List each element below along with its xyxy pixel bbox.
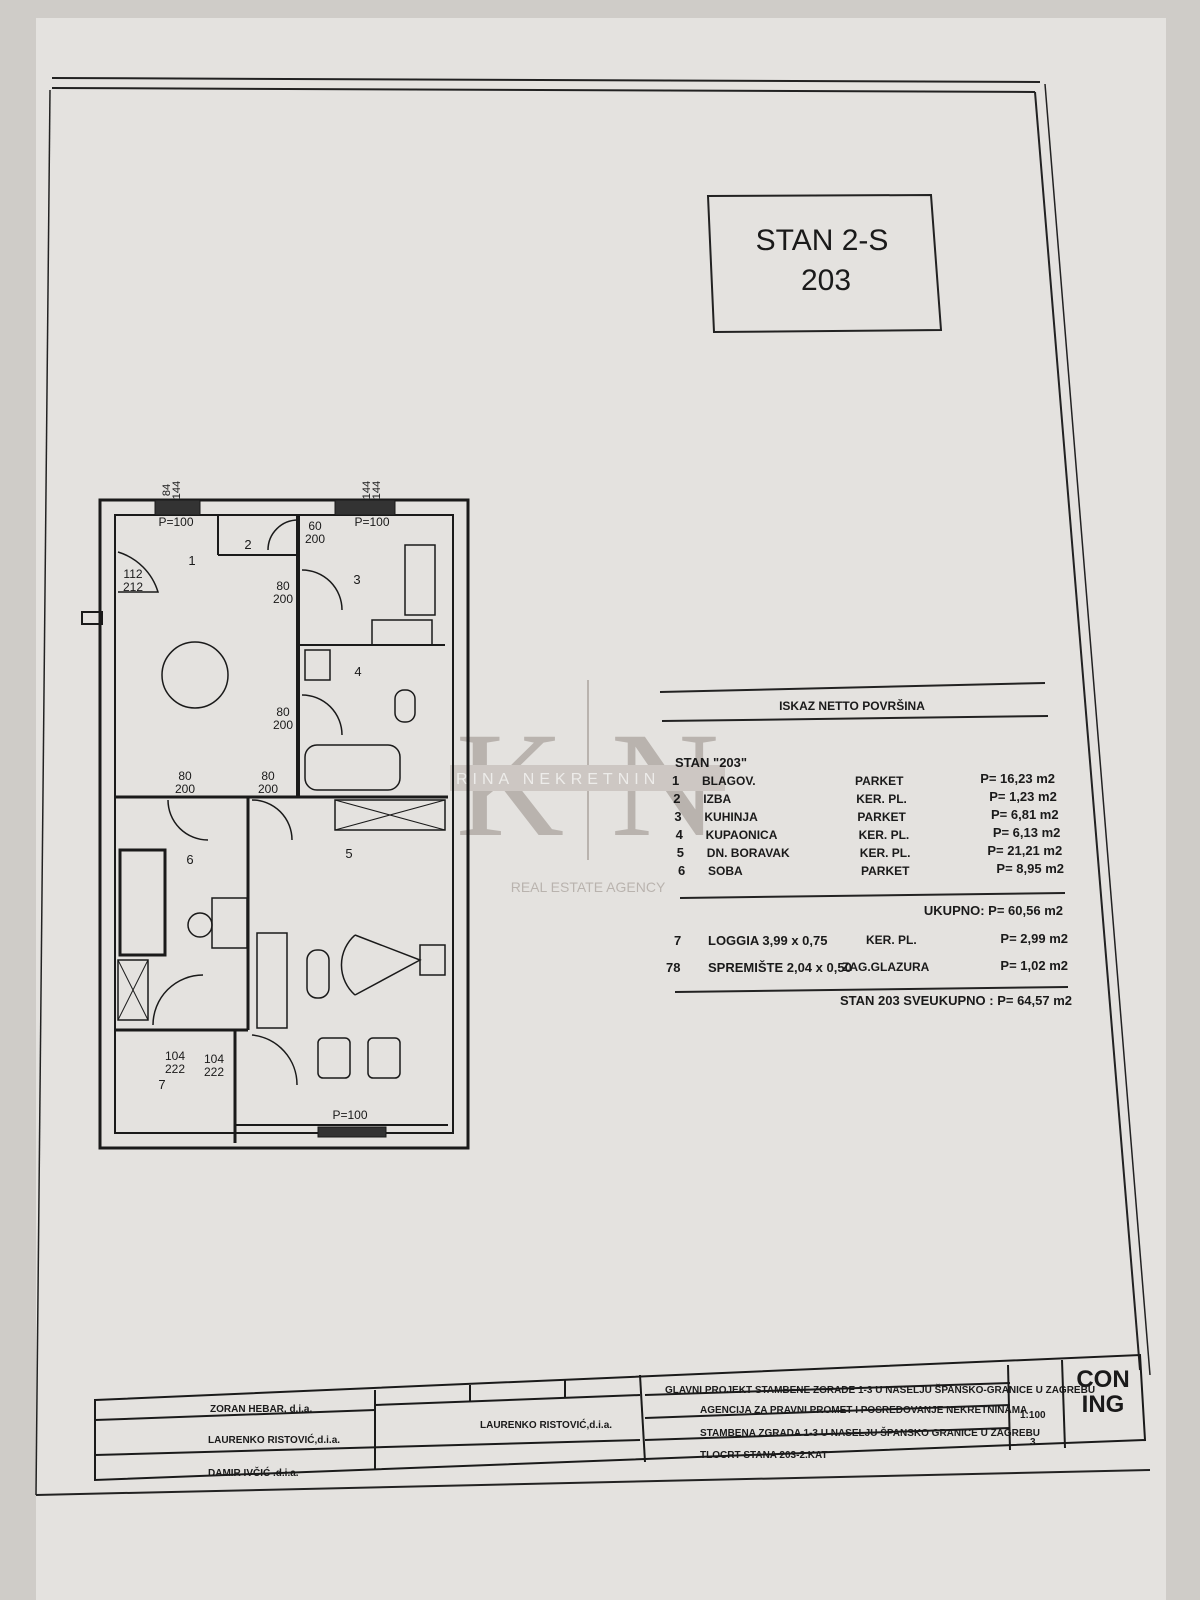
drawing-frame — [35, 77, 1151, 1496]
room-number-label: 6 — [186, 852, 193, 867]
door-width-label: 80 — [276, 579, 290, 593]
room-number-label: 3 — [353, 572, 360, 587]
extra-number: 7 — [674, 933, 681, 948]
subtotal: UKUPNO: P= 60,56 m2 — [924, 903, 1063, 918]
room-number: 5 — [677, 845, 684, 860]
company-logo: CON — [1076, 1366, 1129, 1393]
door-width-label: 104 — [204, 1052, 224, 1066]
author-name: ZORAN HEBAR, d.i.a. — [210, 1404, 312, 1415]
grand-total: STAN 203 SVEUKUPNO : P= 64,57 m2 — [840, 993, 1072, 1008]
paper-sheet — [36, 18, 1166, 1600]
room-number-label: 5 — [345, 846, 352, 861]
door-height-label: 222 — [165, 1062, 185, 1076]
door-height-label: 222 — [204, 1065, 224, 1079]
room-area: P= 16,23 m2 — [980, 771, 1055, 786]
dimension-label: 144 — [371, 481, 383, 499]
unit-title-box: STAN 2-S 203 — [706, 193, 943, 334]
room-name: KUHINJA — [704, 810, 758, 824]
room-name: IZBA — [703, 792, 731, 806]
dimension-label: 144 — [361, 481, 373, 499]
drawing-title: TLOCRT STANA 203-2.KAT — [700, 1450, 828, 1461]
floor-plan — [81, 498, 470, 1150]
watermark-logo: K N RINA NEKRETNIN REAL ESTATE AGENCY — [450, 680, 725, 895]
unit-number: 203 — [801, 264, 851, 297]
room-area: P= 6,13 m2 — [993, 825, 1061, 840]
room-floor-type: KER. PL. — [856, 792, 907, 806]
dimension-label: 84 — [161, 484, 173, 496]
extra-floor-type: KER. PL. — [866, 933, 917, 947]
extra-area: P= 2,99 m2 — [1000, 931, 1068, 946]
extra-name: LOGGIA 3,99 x 0,75 — [708, 933, 827, 948]
extra-name: SPREMIŠTE 2,04 x 0,50 — [708, 960, 852, 975]
door-height-label: 200 — [273, 592, 293, 606]
room-name: KUPAONICA — [706, 828, 778, 842]
window-label: P=100 — [158, 515, 193, 529]
watermark-tagline: REAL ESTATE AGENCY — [511, 879, 666, 895]
extra-floor-type: ZAG.GLAZURA — [842, 960, 930, 974]
room-number: 2 — [673, 791, 680, 806]
lead-designer-name: LAURENKO RISTOVIĆ,d.i.a. — [208, 1433, 340, 1446]
svg-text:K: K — [456, 702, 564, 868]
room-number-label: 1 — [188, 553, 195, 568]
door-height-label: 200 — [258, 782, 278, 796]
window-label: P=100 — [354, 515, 389, 529]
room-number-label: 2 — [244, 537, 251, 552]
door-height-label: 200 — [273, 718, 293, 732]
scale: 1:100 — [1020, 1410, 1046, 1421]
extra-number: 78 — [666, 960, 680, 975]
svg-text:N: N — [611, 702, 719, 868]
door-width-label: 80 — [276, 705, 290, 719]
room-number-label: 4 — [354, 664, 361, 679]
room-floor-type: PARKET — [861, 864, 910, 878]
dimension-label: 144 — [171, 481, 183, 499]
sheet-number: 3 — [1030, 1437, 1036, 1448]
project-name: GLAVNI PROJEKT STAMBENE ZGRADE 1-3 U NAS… — [665, 1383, 1095, 1396]
room-floor-type: KER. PL. — [860, 846, 911, 860]
designer-name: LAURENKO RISTOVIĆ,d.i.a. — [480, 1418, 612, 1431]
room-number: 3 — [674, 809, 681, 824]
room-name: SOBA — [708, 864, 743, 878]
room-floor-type: KER. PL. — [859, 828, 910, 842]
unit-title: STAN 2-S — [756, 224, 889, 257]
table-title: ISKAZ NETTO POVRŠINA — [779, 698, 925, 713]
watermark-name: RINA NEKRETNIN — [456, 771, 660, 788]
room-number-label: 7 — [158, 1077, 165, 1092]
room-number: 4 — [676, 827, 684, 842]
door-width-label: 60 — [308, 519, 322, 533]
title-block — [94, 1353, 1147, 1482]
room-area: P= 1,23 m2 — [989, 789, 1057, 804]
investor-name: AGENCIJA ZA PRAVNI PROMET I POSREDOVANJE… — [700, 1405, 1027, 1416]
room-area: P= 6,81 m2 — [991, 807, 1059, 822]
door-width-label: 104 — [165, 1049, 185, 1063]
area-table: ISKAZ NETTO POVRŠINA STAN "203" 1 BLAGOV.… — [659, 682, 1072, 1008]
room-area: P= 8,95 m2 — [996, 861, 1064, 876]
room-name: DN. BORAVAK — [707, 846, 790, 860]
door-width-label: 112 — [123, 567, 142, 581]
door-height-label: 200 — [305, 532, 325, 546]
door-height-label: 200 — [175, 782, 195, 796]
window-label: P=100 — [332, 1108, 367, 1122]
room-number: 6 — [678, 863, 685, 878]
room-name: BLAGOV. — [702, 774, 756, 788]
room-floor-type: PARKET — [857, 810, 906, 824]
door-width-label: 80 — [178, 769, 192, 783]
drafter-name: DAMIR IVČIĆ .d.i.a. — [208, 1466, 299, 1479]
room-area: P= 21,21 m2 — [987, 843, 1062, 858]
building-name: STAMBENA ZGRADA 1-3 U NASELJU ŠPANSKO GR… — [700, 1426, 1040, 1439]
unit-label: STAN "203" — [675, 755, 747, 770]
room-floor-type: PARKET — [855, 774, 904, 788]
door-width-label: 80 — [261, 769, 275, 783]
company-logo-2: ING — [1082, 1391, 1125, 1418]
door-height-label: 212 — [123, 580, 143, 594]
extra-area: P= 1,02 m2 — [1000, 958, 1068, 973]
room-number: 1 — [672, 773, 679, 788]
